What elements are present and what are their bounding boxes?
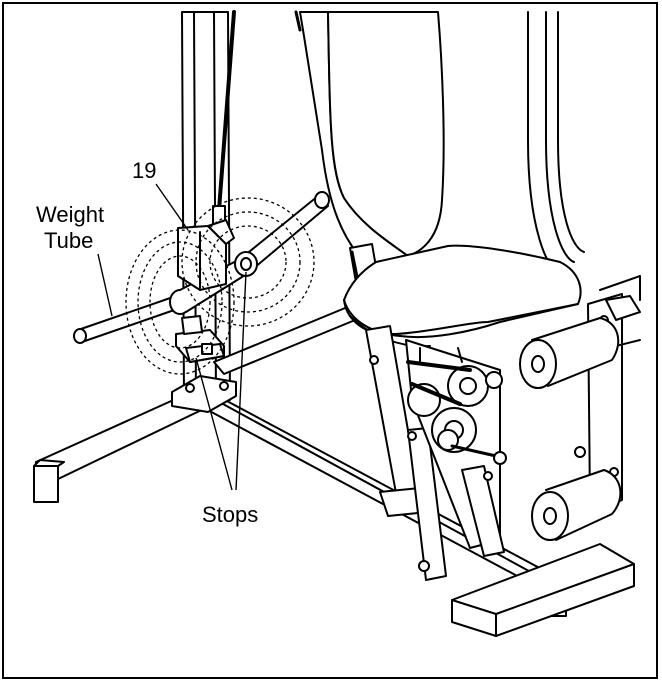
stop-bracket — [175, 315, 225, 363]
upper-roller — [519, 275, 641, 389]
back-pad — [299, 11, 445, 271]
rear-frame — [527, 11, 585, 276]
leader-weight-tube — [97, 253, 113, 317]
cable — [217, 10, 236, 212]
leader-19 — [155, 183, 189, 231]
upper-carriage-bracket — [177, 219, 235, 291]
weight-tube-label-line2: Tube — [44, 228, 93, 253]
stops-label: Stops — [202, 502, 258, 527]
weight-tube-label-line1: Weight — [36, 202, 104, 227]
motion-circles — [125, 197, 315, 375]
leader-stops-right — [235, 271, 247, 491]
pulley-assembly — [405, 339, 507, 557]
lower-roller — [531, 446, 622, 541]
front-leg — [407, 427, 447, 581]
part-number-label: 19 — [132, 158, 156, 183]
leader-stops-left — [195, 357, 233, 491]
